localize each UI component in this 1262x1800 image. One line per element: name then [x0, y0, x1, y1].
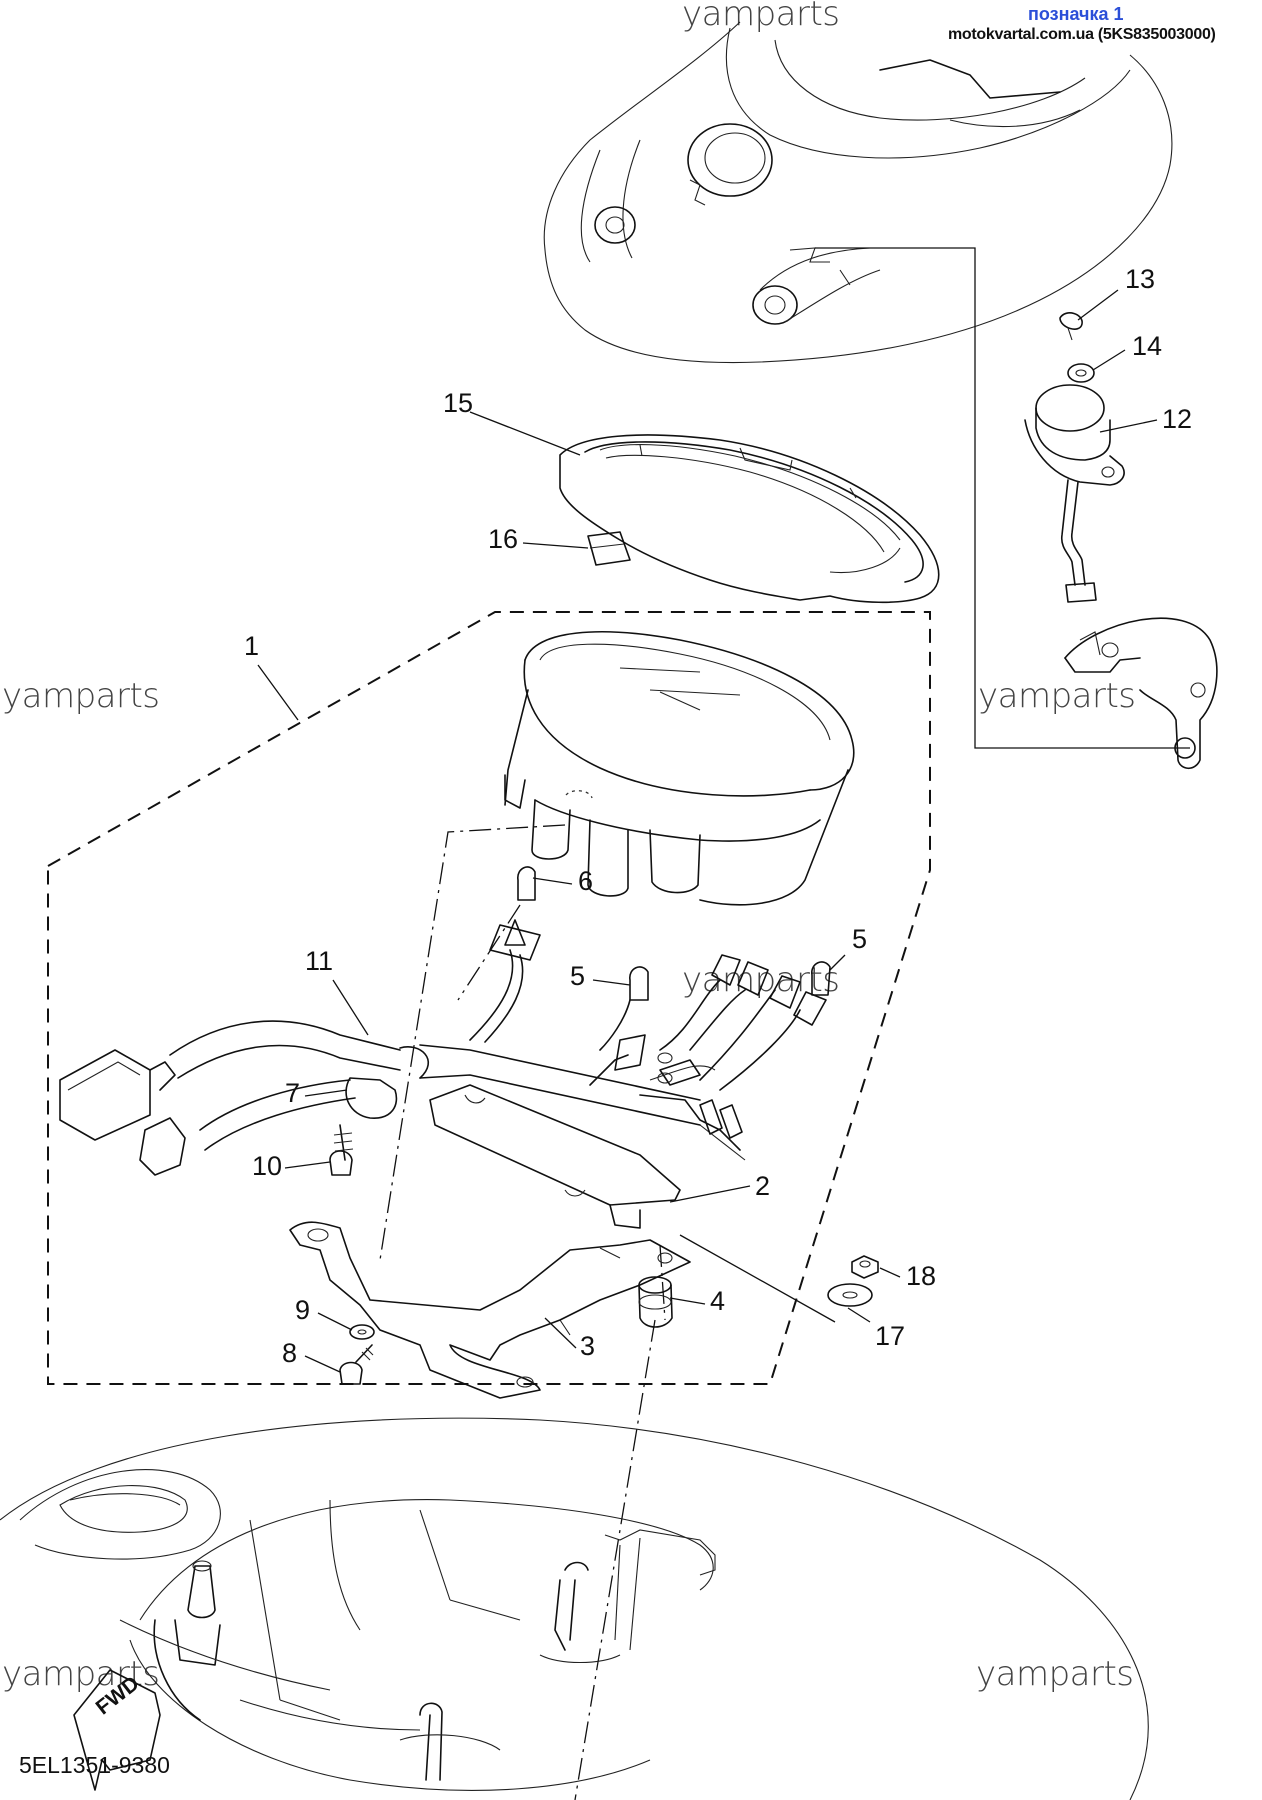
callout-leader	[544, 1317, 577, 1349]
screw-10	[329, 1124, 354, 1176]
callout-leader	[847, 1307, 871, 1323]
watermark-left: yamparts	[2, 676, 160, 716]
meter-bracket	[289, 1221, 691, 1399]
fuel-tank-cowl	[0, 1417, 1149, 1800]
callout-leader	[317, 1312, 353, 1331]
callout-17: 17	[875, 1321, 905, 1351]
leader-cover-to-bracket	[815, 247, 1190, 749]
reset-switch-assembly	[1024, 312, 1125, 603]
callout-leader	[592, 979, 631, 986]
callout-3: 3	[580, 1331, 595, 1361]
watermark-bottom-right: yamparts	[976, 1654, 1134, 1694]
source-label: motokvartal.com.ua (5KS835003000)	[948, 26, 1216, 43]
bulb-6	[517, 866, 536, 901]
callout-14: 14	[1132, 331, 1162, 361]
callout-leader	[669, 1297, 706, 1305]
callout-8: 8	[282, 1338, 297, 1368]
callout-12: 12	[1162, 404, 1192, 434]
callout-4: 4	[710, 1286, 725, 1316]
callout-leader	[304, 1089, 348, 1097]
callout-1: 1	[244, 631, 259, 661]
wire-harness	[59, 919, 827, 1176]
callout-leader	[669, 1185, 751, 1203]
screw-8	[339, 1344, 374, 1385]
washer-17	[827, 1283, 873, 1307]
callout-11: 11	[305, 946, 333, 976]
note-label[interactable]: позначка 1	[1028, 4, 1124, 24]
meter-cover-housing	[543, 21, 1173, 364]
callout-leader	[332, 979, 369, 1036]
callout-leader	[304, 1355, 341, 1373]
callout-6: 6	[578, 866, 593, 896]
watermark-bottom-left: yamparts	[2, 1654, 160, 1694]
callout-leader	[879, 1267, 901, 1278]
bulb-5-center	[629, 966, 649, 1001]
callout-9: 9	[295, 1295, 310, 1325]
callout-leader	[469, 411, 581, 456]
bezel-clip	[587, 531, 631, 566]
meter-body	[504, 631, 855, 906]
meter-panel-plate	[429, 1084, 681, 1229]
callout-leader	[522, 542, 589, 549]
callout-13: 13	[1125, 264, 1155, 294]
washer-9	[349, 1324, 375, 1340]
watermark-right: yamparts	[978, 676, 1136, 716]
diagram-code: 5EL1351-9380	[19, 1752, 170, 1778]
callout-5: 5	[570, 961, 585, 991]
callout-16: 16	[488, 524, 518, 554]
clamp-7	[345, 1077, 398, 1119]
callout-leader	[257, 664, 299, 721]
callout-15: 15	[443, 388, 473, 418]
callout-leader	[829, 954, 846, 971]
meter-bracket-right	[1064, 617, 1218, 770]
nut-18	[851, 1255, 879, 1279]
callout-leader	[1077, 289, 1119, 321]
meter-bezel-ring	[559, 434, 940, 604]
callout-5: 5	[852, 924, 867, 954]
watermark-top: yamparts	[682, 0, 840, 34]
callout-leader	[1092, 349, 1126, 371]
callout-10: 10	[252, 1151, 282, 1181]
fwd-arrow	[73, 1669, 161, 1791]
chain-mount-left	[379, 824, 566, 1261]
callout-leader	[1099, 419, 1158, 433]
grommet-4	[638, 1276, 673, 1328]
callout-leader	[532, 877, 573, 885]
callout-2: 2	[755, 1171, 770, 1201]
callout-leader	[284, 1161, 331, 1169]
callout-7: 7	[285, 1078, 300, 1108]
bulb-5-right	[811, 961, 831, 996]
callout-18: 18	[906, 1261, 936, 1291]
meter-assembly-boundary	[47, 611, 931, 1385]
